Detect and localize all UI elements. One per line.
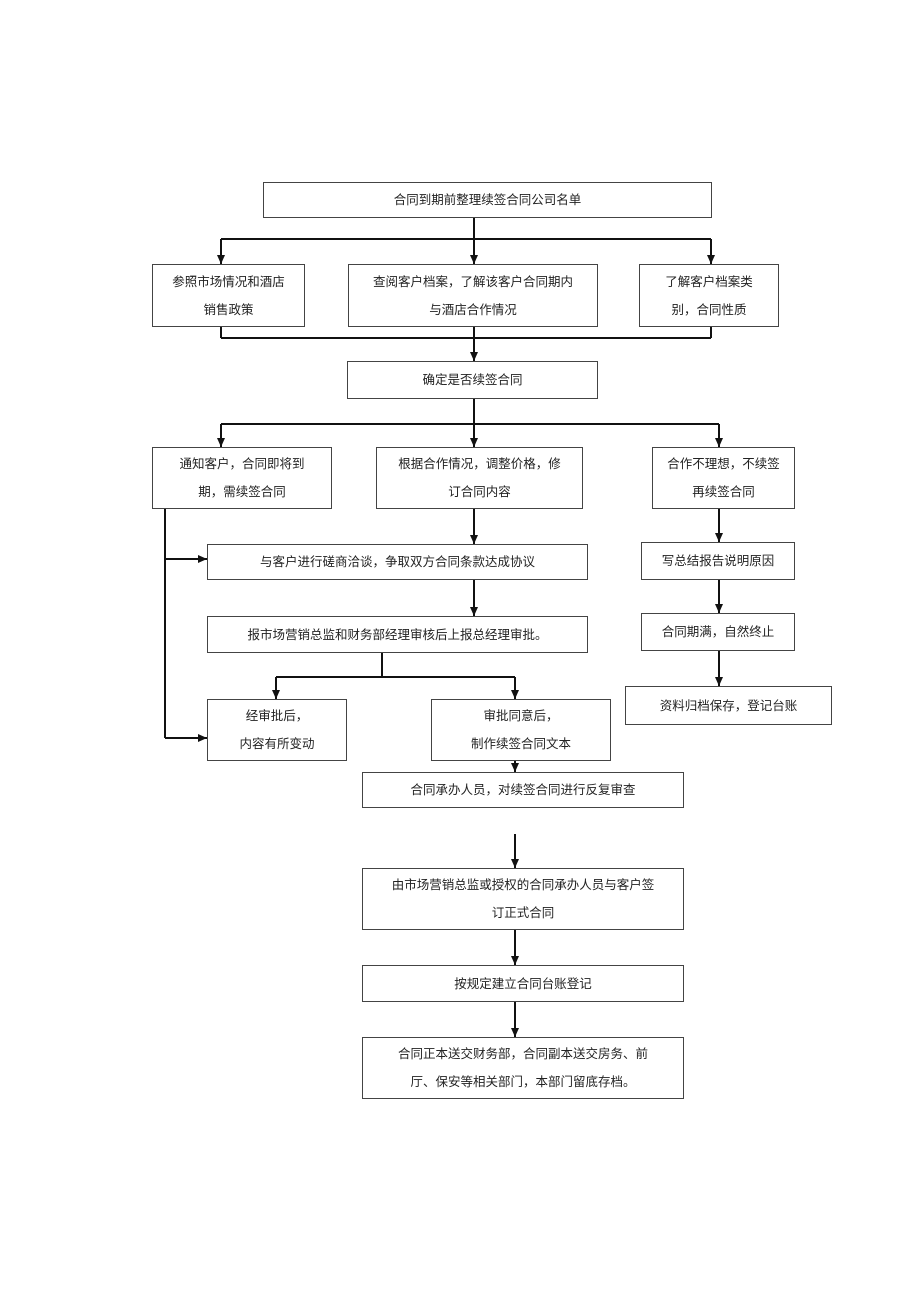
box-sign: 由市场营销总监或授权的合同承办人员与客户签订正式合同 [362, 868, 684, 930]
box-distribute: 合同正本送交财务部，合同副本送交房务、前厅、保安等相关部门，本部门留底存档。 [362, 1037, 684, 1099]
box-archive: 资料归档保存，登记台账 [625, 686, 832, 725]
box-submit-approval: 报市场营销总监和财务部经理审核后上报总经理审批。 [207, 616, 588, 653]
box-decide-renew: 确定是否续签合同 [347, 361, 598, 399]
box-review: 合同承办人员，对续签合同进行反复审查 [362, 772, 684, 808]
box-compile-list: 合同到期前整理续签合同公司名单 [263, 182, 712, 218]
box-changed: 经审批后，内容有所变动 [207, 699, 347, 761]
box-approved: 审批同意后，制作续签合同文本 [431, 699, 611, 761]
box-adjust-price: 根据合作情况，调整价格，修订合同内容 [376, 447, 583, 509]
box-write-report: 写总结报告说明原因 [641, 542, 795, 580]
box-natural-end: 合同期满，自然终止 [641, 613, 795, 651]
box-refer-market: 参照市场情况和酒店销售政策 [152, 264, 305, 327]
box-negotiate: 与客户进行磋商洽谈，争取双方合同条款达成协议 [207, 544, 588, 580]
box-register: 按规定建立合同台账登记 [362, 965, 684, 1002]
box-know-category: 了解客户档案类别，合同性质 [639, 264, 779, 327]
box-check-files: 查阅客户档案，了解该客户合同期内与酒店合作情况 [348, 264, 598, 327]
box-notify-client: 通知客户，合同即将到期，需续签合同 [152, 447, 332, 509]
box-not-renew: 合作不理想，不续签再续签合同 [652, 447, 795, 509]
